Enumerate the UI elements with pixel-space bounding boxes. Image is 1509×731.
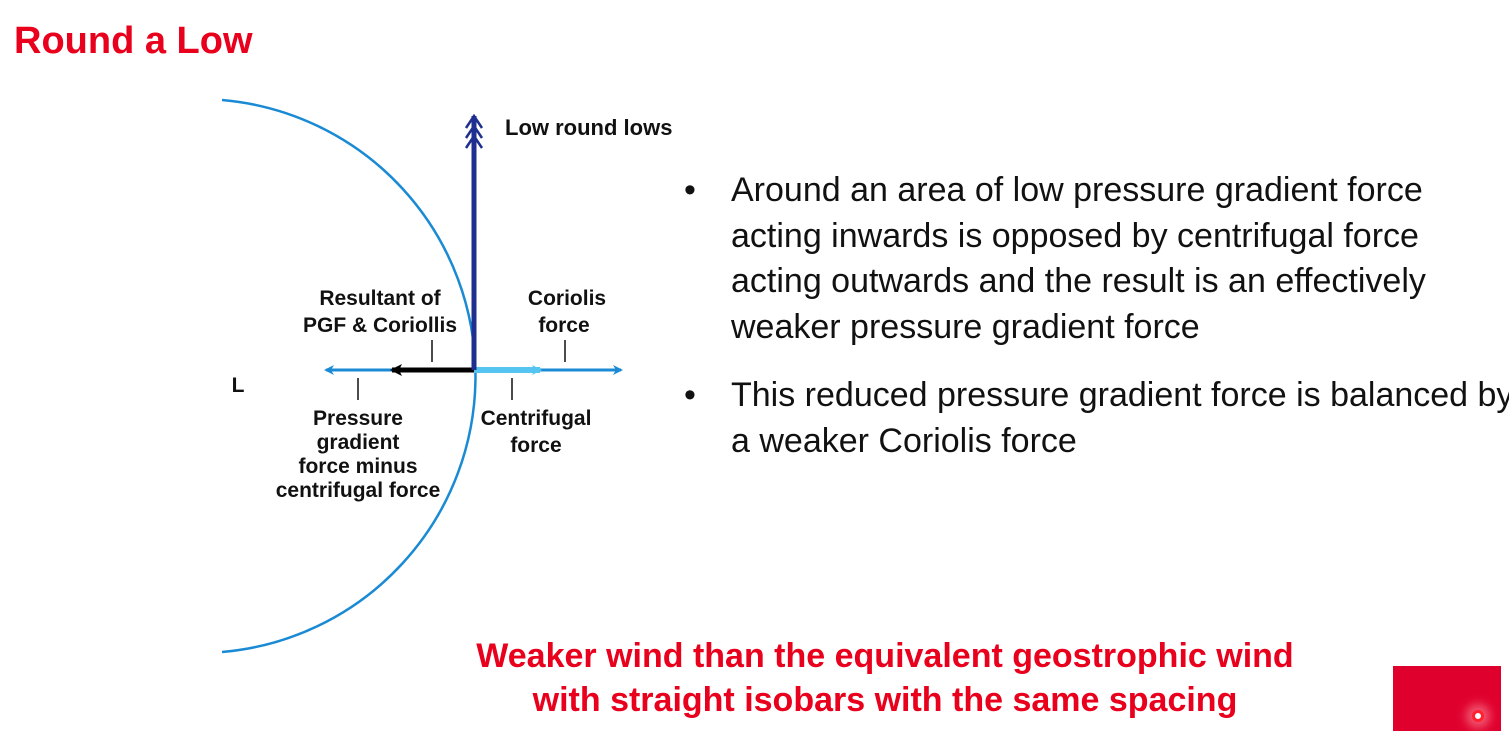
resultant-label-1: Resultant of [319, 287, 441, 310]
bullet-dot: • [684, 376, 696, 414]
bullet-item: • This reduced pressure gradient force is… [684, 373, 1509, 464]
pgf-label-4: centrifugal force [276, 479, 441, 502]
resultant-label-2: PGF & Coriollis [303, 314, 457, 337]
centrifugal-label-2: force [510, 434, 561, 457]
pgf-label-3: force minus [298, 455, 417, 478]
bullet-text: This reduced pressure gradient force is … [731, 376, 1509, 460]
force-balance-diagram: Low round lows L Resultant of PGF & Cori… [221, 98, 672, 654]
conclusion-text: Weaker wind than the equivalent geostrop… [380, 634, 1390, 722]
pgf-label-2: gradient [317, 431, 400, 454]
pgf-label-1: Pressure [313, 407, 403, 430]
bullet-dot: • [684, 171, 696, 209]
centrifugal-label-1: Centrifugal [481, 407, 592, 430]
logo-ring-icon [1472, 710, 1484, 722]
wind-arrow [464, 113, 484, 370]
coriolis-label-2: force [538, 314, 589, 337]
bullet-item: • Around an area of low pressure gradient… [684, 168, 1509, 350]
wind-label: Low round lows [505, 115, 672, 140]
bullet-list: • Around an area of low pressure gradient… [684, 168, 1509, 487]
coriolis-label-1: Coriolis [528, 287, 606, 310]
logo-block [1393, 666, 1501, 731]
label-pointers [357, 340, 566, 400]
bullet-text: Around an area of low pressure gradient … [731, 171, 1426, 346]
low-marker: L [232, 374, 245, 397]
isobar-arc [221, 98, 477, 654]
conclusion-line: Weaker wind than the equivalent geostrop… [476, 637, 1294, 675]
slide-title: Round a Low [14, 20, 253, 62]
conclusion-line: with straight isobars with the same spac… [532, 681, 1238, 719]
